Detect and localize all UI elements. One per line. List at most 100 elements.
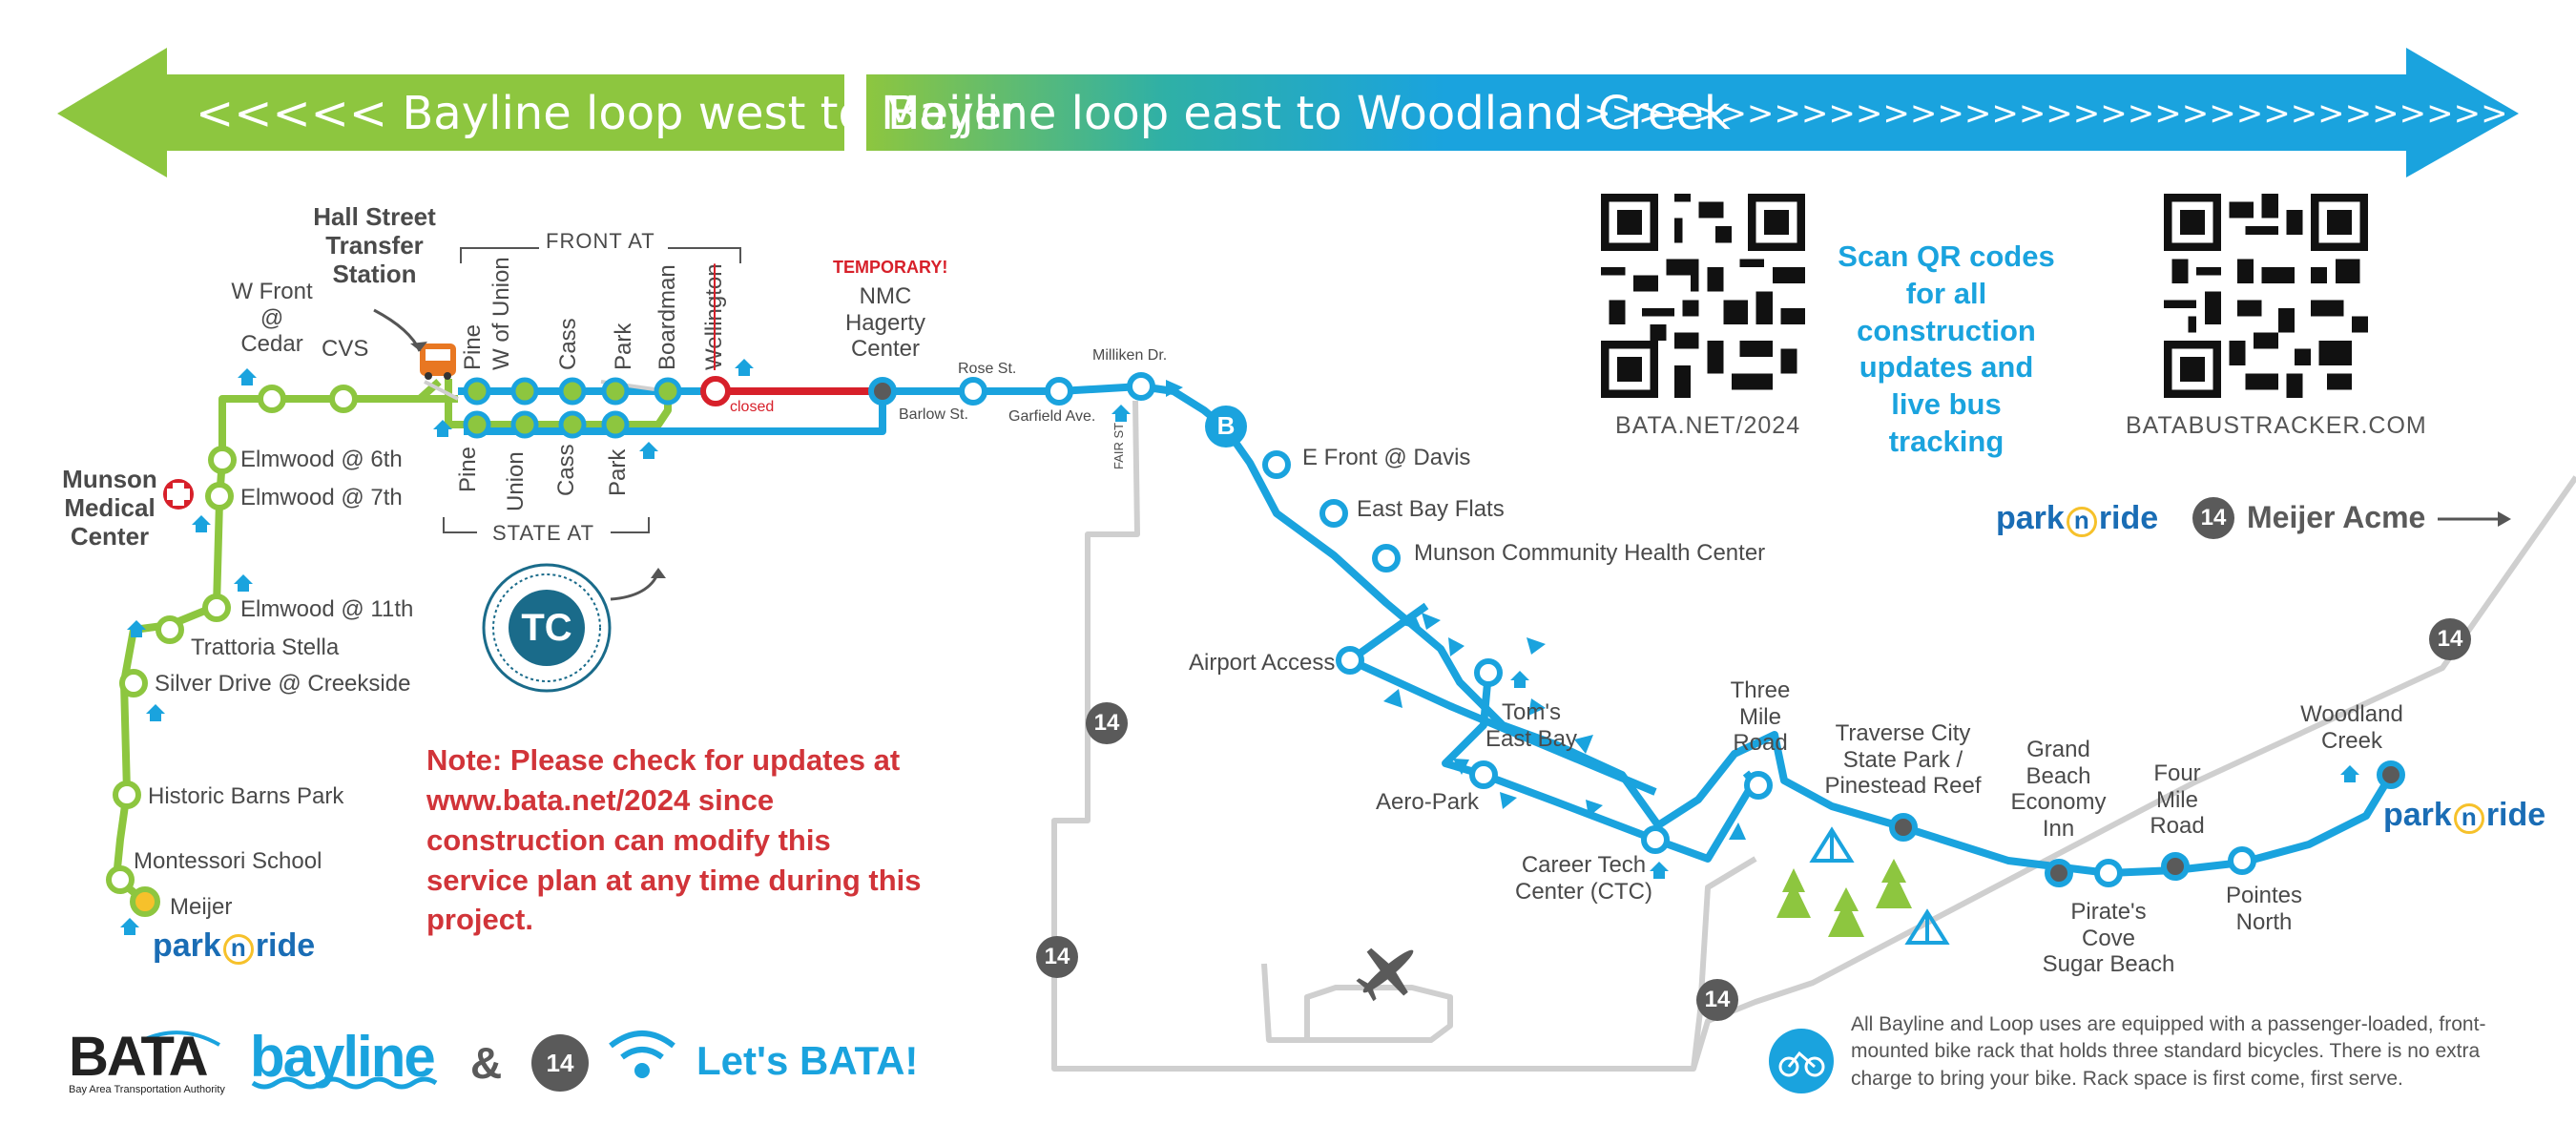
airplane-icon [1356, 947, 1414, 1002]
stop-w-front [258, 385, 286, 413]
seal-letters: TC [521, 607, 572, 649]
route-b-badge [1205, 406, 1247, 448]
state-at-label: STATE AT [492, 521, 595, 545]
label-elmwood-6th: Elmwood @ 6th [240, 447, 403, 472]
footer-14-badge [531, 1034, 589, 1092]
house-icons [120, 359, 2359, 935]
blue-stops [959, 372, 2256, 887]
stop-silver [119, 669, 148, 697]
label-e-front-davis: E Front @ Davis [1302, 445, 1471, 470]
label-meijer: Meijer [170, 894, 233, 920]
brackets [443, 247, 741, 533]
direction-arrows [1166, 380, 1746, 840]
qr-label-right: BATABUSTRACKER.COM [2126, 412, 2427, 439]
seal-arrow [610, 572, 660, 601]
bata-swoosh [142, 1030, 220, 1047]
stop-elm11 [202, 593, 231, 622]
blue-stops-filled [868, 377, 2405, 887]
meijer-acme-label: Meijer Acme [2247, 500, 2426, 534]
label-w-front-cedar: W Front @ Cedar [231, 279, 313, 358]
east-banner-label: Bayline loop east to Woodland Creek [887, 87, 1731, 140]
label-aero-park: Aero-Park [1376, 789, 1480, 815]
banner-arrows [57, 48, 2519, 177]
ampersand: & [470, 1038, 503, 1088]
label-historic-barns: Historic Barns Park [148, 783, 344, 809]
label-trattoria-stella: Trattoria Stella [191, 635, 340, 660]
front-stop-w-of-union: W of Union [488, 257, 514, 370]
state-stop-cass: Cass [553, 444, 579, 496]
route-14-label-a: 14 [1093, 710, 1120, 736]
state-stop-pine: Pine [455, 446, 481, 492]
transfer-station-label: Hall Street Transfer Station [313, 202, 436, 288]
label-silver-drive: Silver Drive @ Creekside [155, 671, 411, 697]
stop-wellington-closed [700, 376, 731, 406]
temporary-label: TEMPORARY! [833, 258, 948, 277]
bike-rack-text: All Bayline and Loop uses are equipped w… [1851, 1013, 2486, 1090]
label-barlow: Barlow St. [899, 406, 968, 423]
front-stop-park: Park [611, 323, 636, 370]
label-montessori: Montessori School [134, 848, 322, 874]
green-stops [106, 385, 358, 894]
bata-logo-text: BATA [69, 1026, 208, 1088]
bayline-wave [251, 1076, 438, 1090]
stop-montessori [106, 865, 135, 894]
label-rose: Rose St. [958, 361, 1017, 377]
bayline-logo-text: bayline [250, 1025, 436, 1089]
stop-elm6 [208, 446, 237, 474]
west-arrow [57, 48, 844, 177]
label-munson-chc: Munson Community Health Center [1414, 540, 1766, 566]
medical-cross-icon [163, 479, 194, 510]
stop-cvs [329, 385, 358, 413]
label-four-mile: Four Mile Road [2150, 760, 2205, 840]
east-banner-arrows: >>>>>>>>>>>>>>>>>>>>>>>>>>>>>>>>>>>>> [1584, 94, 2576, 133]
label-milliken: Milliken Dr. [1092, 347, 1168, 364]
stop-trattoria [156, 615, 184, 644]
label-elmwood-11th: Elmwood @ 11th [240, 596, 414, 622]
label-three-mile: Three Mile Road [1730, 677, 1791, 757]
label-airport-access: Airport Access [1189, 650, 1336, 676]
label-nmc: NMC Hagerty Center [844, 283, 926, 363]
tree-icons [1776, 859, 1912, 937]
qr-code-bus-tracker[interactable] [2164, 194, 2368, 398]
route-14-label-b: 14 [1044, 944, 1070, 969]
west-banner-label: <<<<< Bayline loop west to Meijer [196, 87, 1021, 140]
front-stop-cass: Cass [555, 318, 581, 370]
lets-bata-slogan: Let's BATA! [696, 1038, 919, 1083]
route-14-label-e: 14 [2200, 505, 2227, 531]
state-stop-park: Park [605, 448, 631, 496]
tent-icons [1809, 826, 1950, 945]
bata-subtitle: Bay Area Transportation Authority [69, 1084, 225, 1095]
scan-qr-text: Scan QR codes for all construction updat… [1838, 239, 2055, 458]
qr-code-bata-net[interactable] [1601, 194, 1805, 398]
state-stop-union: Union [503, 451, 529, 511]
stop-meijer [130, 886, 160, 917]
label-grand-beach: Grand Beach Economy Inn [2010, 737, 2107, 842]
qr-label-left: BATA.NET/2024 [1615, 412, 1801, 439]
stop-elm7 [205, 482, 234, 510]
front-stop-boardman: Boardman [654, 264, 680, 370]
construction-note: Note: Please check for updates at www.ba… [426, 743, 922, 937]
downtown-tc-seal [482, 563, 612, 693]
label-elmwood-7th: Elmwood @ 7th [240, 485, 403, 510]
label-munson-medical: Munson Medical Center [62, 465, 157, 551]
route-b-label: B [1216, 411, 1236, 440]
front-stop-wellington: Wellington [701, 263, 727, 370]
front-stop-pine: Pine [460, 323, 486, 370]
label-state-park: Traverse City State Park / Pinestead Ree… [1824, 720, 1982, 800]
bike-icon [1769, 1029, 1834, 1093]
east-arrow [866, 48, 2519, 177]
footer-14-label: 14 [546, 1049, 574, 1077]
route-14-label-d: 14 [2437, 626, 2463, 652]
downtown-stops [463, 377, 682, 439]
bus-icon [420, 344, 456, 380]
front-at-label: FRONT AT [546, 229, 655, 253]
label-fair-st: FAIR ST [1111, 422, 1126, 469]
label-woodland-creek: Woodland Creek [2300, 701, 2403, 754]
route-14-badges [1036, 497, 2471, 1021]
wifi-icon [609, 1030, 675, 1078]
label-toms-east-bay: Tom's East Bay [1485, 699, 1578, 752]
stop-barns [113, 781, 141, 809]
